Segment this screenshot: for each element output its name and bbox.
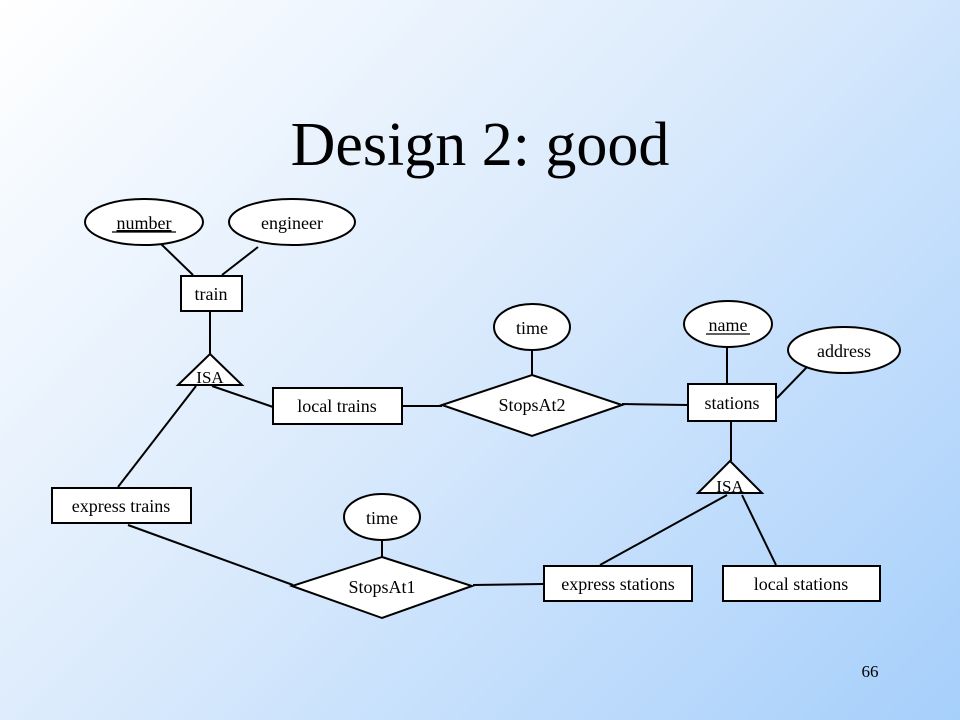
entity-train-label: train xyxy=(195,284,228,304)
isa-train: ISA xyxy=(175,352,245,387)
isa-station-label: ISA xyxy=(716,477,744,496)
attribute-name-label: name xyxy=(709,315,748,335)
entity-express-trains: express trains xyxy=(51,487,192,524)
edge-stopsat1-express-stations xyxy=(472,583,544,586)
relationship-stopsat1: StopsAt1 xyxy=(288,555,476,620)
attribute-number-label: number xyxy=(117,213,172,233)
attribute-address-label: address xyxy=(817,341,871,361)
edge-express-trains-stopsat1 xyxy=(127,524,294,586)
entity-local-stations-label: local stations xyxy=(754,574,848,594)
attribute-time-bottom: time xyxy=(343,493,421,541)
entity-local-trains-label: local trains xyxy=(297,396,376,416)
entity-express-stations: express stations xyxy=(543,565,693,602)
entity-train: train xyxy=(180,275,243,312)
isa-train-label: ISA xyxy=(196,368,224,387)
edge-number-train xyxy=(159,242,194,276)
entity-express-stations-label: express stations xyxy=(561,574,674,594)
relationship-stopsat1-label: StopsAt1 xyxy=(348,577,415,597)
attribute-time-top: time xyxy=(493,303,571,351)
diagram-edges xyxy=(117,242,809,586)
attribute-engineer: engineer xyxy=(228,198,356,246)
entity-stations-label: stations xyxy=(704,393,759,413)
edge-isa-local-trains xyxy=(211,385,274,408)
relationship-stopsat2: StopsAt2 xyxy=(438,373,626,438)
entity-express-trains-label: express trains xyxy=(72,496,170,516)
relationship-stopsat2-label: StopsAt2 xyxy=(498,395,565,415)
attribute-number: number xyxy=(84,198,204,246)
entity-local-trains: local trains xyxy=(272,387,403,425)
slide-title: Design 2: good xyxy=(290,111,670,179)
edge-stopsat2-stations xyxy=(621,403,689,406)
edge-isa-local-stations xyxy=(741,494,777,566)
edge-engineer-train xyxy=(221,246,259,276)
attribute-engineer-label: engineer xyxy=(261,213,323,233)
attribute-name: name xyxy=(683,300,773,348)
edge-isa-express-trains xyxy=(117,385,197,488)
attribute-address: address xyxy=(787,326,901,374)
edge-isa-express-stations xyxy=(599,494,728,566)
attribute-time-top-label: time xyxy=(516,318,548,338)
entity-stations: stations xyxy=(687,383,777,422)
attribute-time-bottom-label: time xyxy=(366,508,398,528)
page-number: 66 xyxy=(861,662,879,681)
isa-station: ISA xyxy=(695,459,765,496)
entity-local-stations: local stations xyxy=(722,565,881,602)
edge-address-stations xyxy=(776,365,809,399)
